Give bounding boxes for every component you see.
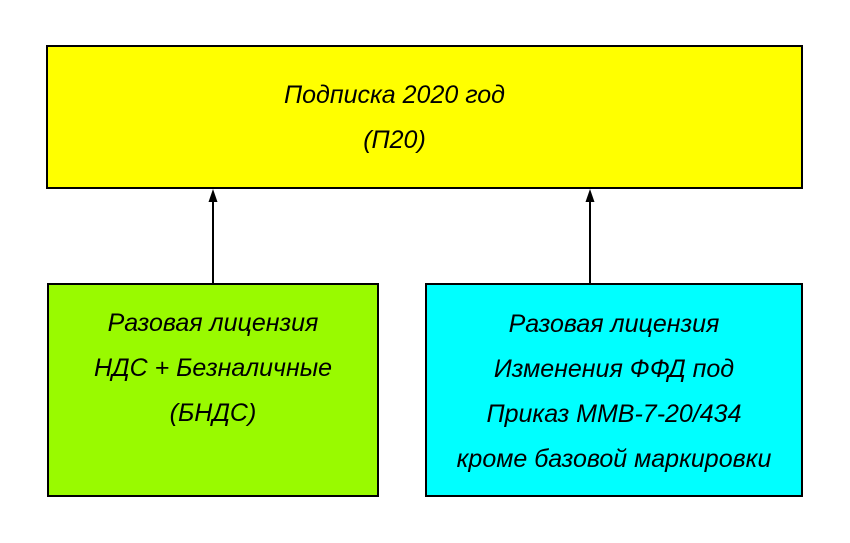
license-bnds-line-1: Разовая лицензия	[107, 309, 319, 337]
subscription-title: Подписка 2020 год	[284, 81, 505, 109]
license-bnds-box: Разовая лицензия НДС + Безналичные (БНДС…	[47, 283, 379, 497]
license-ffd-line-4: кроме базовой маркировки	[456, 445, 772, 473]
license-ffd-line-2: Изменения ФФД под	[493, 355, 735, 383]
arrow-ffd-to-subscription	[585, 189, 595, 283]
subscription-2020-box: Подписка 2020 год (П20)	[46, 45, 803, 189]
license-ffd-line-1: Разовая лицензия	[508, 310, 720, 338]
license-bnds-line-2: НДС + Безналичные	[93, 354, 333, 382]
license-bnds-code: (БНДС)	[169, 399, 257, 427]
arrow-bnds-to-subscription	[208, 189, 218, 283]
license-ffd-line-3: Приказ ММВ-7-20/434	[486, 400, 742, 428]
license-ffd-434-box: Разовая лицензия Изменения ФФД под Прика…	[425, 283, 803, 497]
subscription-code: (П20)	[363, 126, 426, 154]
